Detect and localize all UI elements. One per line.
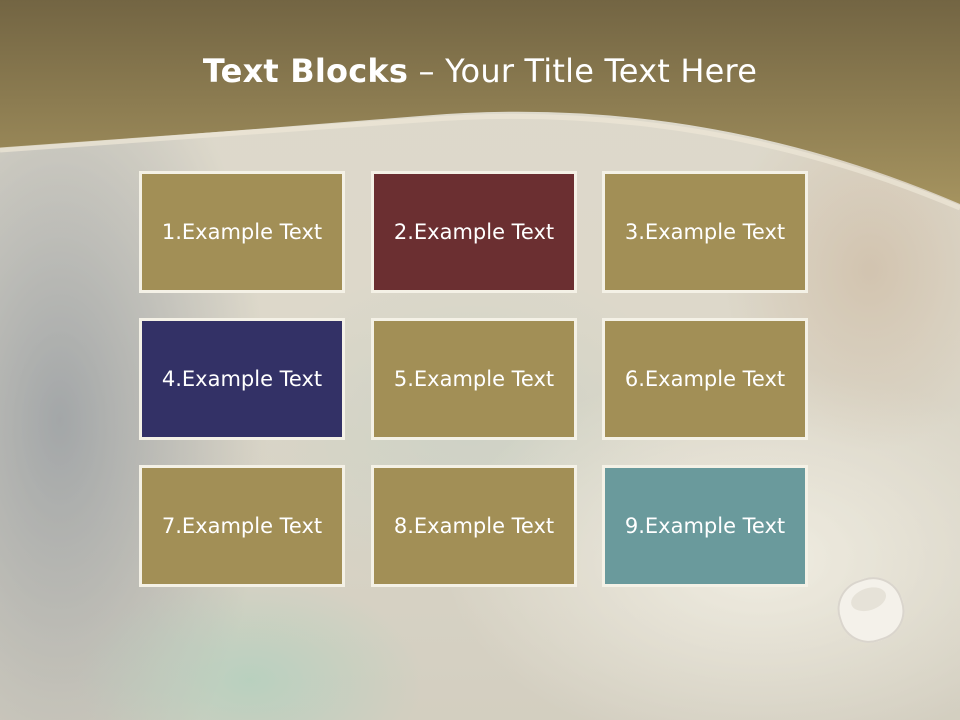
text-block-1: 1.Example Text	[139, 171, 345, 293]
text-block-label: 4.Example Text	[161, 367, 323, 391]
text-block-label: 5.Example Text	[393, 367, 555, 391]
text-block-4: 4.Example Text	[139, 318, 345, 440]
text-block-3: 3.Example Text	[602, 171, 808, 293]
header-curve-line	[0, 113, 960, 211]
text-block-label: 3.Example Text	[624, 220, 786, 244]
text-block-label: 9.Example Text	[624, 514, 786, 538]
header-band	[0, 0, 960, 211]
text-block-label: 8.Example Text	[393, 514, 555, 538]
text-block-9: 9.Example Text	[602, 465, 808, 587]
text-block-8: 8.Example Text	[371, 465, 577, 587]
title-rest: Your Title Text Here	[445, 52, 758, 90]
slide-title: Text Blocks – Your Title Text Here	[0, 52, 960, 90]
text-block-5: 5.Example Text	[371, 318, 577, 440]
text-block-label: 6.Example Text	[624, 367, 786, 391]
title-dash: –	[418, 52, 435, 90]
text-block-7: 7.Example Text	[139, 465, 345, 587]
header-shape	[0, 0, 960, 204]
title-bold: Text Blocks	[202, 52, 409, 90]
text-block-label: 7.Example Text	[161, 514, 323, 538]
text-block-6: 6.Example Text	[602, 318, 808, 440]
text-block-label: 2.Example Text	[393, 220, 555, 244]
text-block-label: 1.Example Text	[161, 220, 323, 244]
text-block-2: 2.Example Text	[371, 171, 577, 293]
